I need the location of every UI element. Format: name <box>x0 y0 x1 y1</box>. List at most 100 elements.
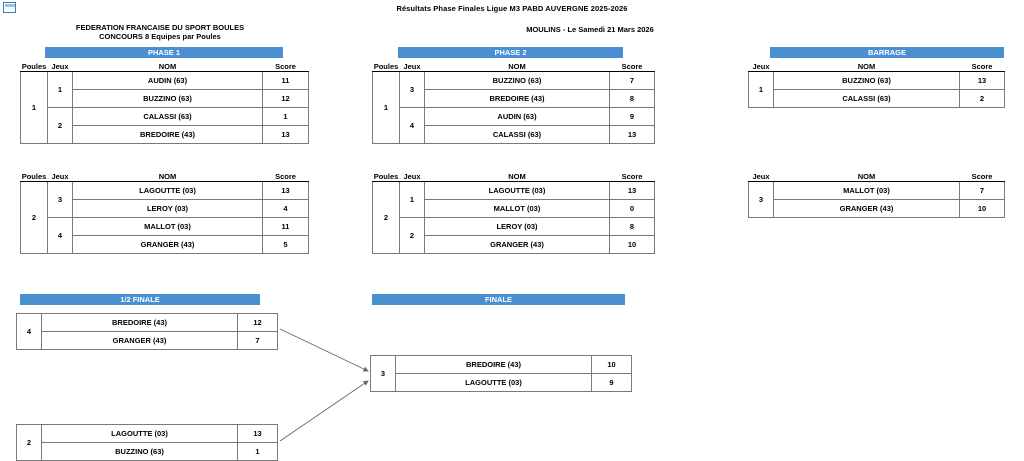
competition-format: CONCOURS 8 Equipes par Poules <box>99 31 221 41</box>
jeu-number: 4 <box>399 107 425 144</box>
table-demi-finale-1: 4 BREDOIRE (43) 12 GRANGER (43) 7 <box>16 313 278 350</box>
team-score: 5 <box>262 235 309 254</box>
team-score: 13 <box>262 181 309 200</box>
col-header-nom: NOM <box>773 62 960 72</box>
col-header-nom: NOM <box>72 172 263 182</box>
team-score: 13 <box>959 71 1005 90</box>
team-name: LAGOUTTE (03) <box>424 181 610 200</box>
team-name: LAGOUTTE (03) <box>72 181 263 200</box>
jeu-number: 2 <box>47 107 73 144</box>
col-header-poules: Poules <box>20 172 48 182</box>
team-name: BUZZINO (63) <box>773 71 960 90</box>
table-row: BUZZINO (63) 12 <box>21 89 309 108</box>
venue-date: MOULINS - Le Samedi 21 Mars 2026 <box>526 25 654 34</box>
table-row: BREDOIRE (43) 13 <box>21 125 309 144</box>
team-score: 0 <box>609 199 655 218</box>
connector-demi1-to-finale <box>279 328 369 372</box>
table-row: GRANGER (43) 10 <box>749 199 1005 218</box>
table-row: LAGOUTTE (03) 9 <box>371 373 632 392</box>
jeu-number: 4 <box>16 313 42 350</box>
table-phase2-poule-1: Poules Jeux NOM Score 1 3 BUZZINO (63) 7… <box>372 62 655 144</box>
table-phase1-poule-2: Poules Jeux NOM Score 2 3 LAGOUTTE (03) … <box>20 172 309 254</box>
table-phase2-poule-2: Poules Jeux NOM Score 2 1 LAGOUTTE (03) … <box>372 172 655 254</box>
table-barrage-1: Jeux NOM Score 1 BUZZINO (63) 13 CALASSI… <box>748 62 1005 108</box>
col-header-nom: NOM <box>773 172 960 182</box>
poule-number: 1 <box>372 71 400 144</box>
team-score: 12 <box>262 89 309 108</box>
col-header-poules: Poules <box>20 62 48 72</box>
jeu-number: 1 <box>47 71 73 108</box>
col-header-score: Score <box>959 172 1005 182</box>
team-score: 9 <box>609 107 655 126</box>
col-header-jeux: Jeux <box>748 172 774 182</box>
window-icon-frame <box>3 2 16 13</box>
team-name: BREDOIRE (43) <box>424 89 610 108</box>
poule-number: 2 <box>20 181 48 254</box>
section-banner-finale: FINALE <box>372 294 625 305</box>
table-row: GRANGER (43) 5 <box>21 235 309 254</box>
federation-name: FEDERATION FRANCAISE DU SPORT BOULES <box>75 23 245 32</box>
federation-header: FEDERATION FRANCAISE DU SPORT BOULES CON… <box>20 23 300 41</box>
col-header-jeux: Jeux <box>47 62 73 72</box>
team-score: 7 <box>237 331 278 350</box>
team-score: 11 <box>262 71 309 90</box>
team-score: 7 <box>959 181 1005 200</box>
team-score: 1 <box>237 442 278 461</box>
table-barrage-2: Jeux NOM Score 3 MALLOT (03) 7 GRANGER (… <box>748 172 1005 218</box>
section-banner-phase1: PHASE 1 <box>45 47 283 58</box>
team-name: MALLOT (03) <box>773 181 960 200</box>
table-row: CALASSI (63) 2 <box>749 89 1005 108</box>
team-score: 11 <box>262 217 309 236</box>
table-row: LEROY (03) 4 <box>21 199 309 218</box>
team-name: BUZZINO (63) <box>41 442 238 461</box>
team-score: 7 <box>609 71 655 90</box>
team-name: LEROY (03) <box>424 217 610 236</box>
section-banner-barrage: BARRAGE <box>770 47 1004 58</box>
team-name: LAGOUTTE (03) <box>41 424 238 443</box>
table-row: GRANGER (43) 10 <box>373 235 655 254</box>
jeu-number: 3 <box>748 181 774 218</box>
jeu-number: 2 <box>16 424 42 461</box>
col-header-nom: NOM <box>424 62 610 72</box>
table-row: 2 1 LAGOUTTE (03) 13 <box>372 181 655 254</box>
col-header-score: Score <box>609 62 655 72</box>
jeu-number: 1 <box>748 71 774 108</box>
team-score: 13 <box>609 125 655 144</box>
table-row: BUZZINO (63) 1 <box>17 442 278 461</box>
team-name: BREDOIRE (43) <box>72 125 263 144</box>
team-score: 8 <box>609 217 655 236</box>
team-name: BREDOIRE (43) <box>41 313 238 332</box>
team-score: 13 <box>237 424 278 443</box>
team-name: LAGOUTTE (03) <box>395 373 592 392</box>
section-banner-phase2: PHASE 2 <box>398 47 623 58</box>
table-phase1-poule-1: Poules Jeux NOM Score 1 1 AUDIN (63) 11 … <box>20 62 309 144</box>
team-score: 2 <box>959 89 1005 108</box>
table-finale: 3 BREDOIRE (43) 10 LAGOUTTE (03) 9 <box>370 355 632 392</box>
team-name: GRANGER (43) <box>72 235 263 254</box>
col-header-nom: NOM <box>72 62 263 72</box>
team-score: 9 <box>591 373 632 392</box>
connector-demi2-to-finale <box>279 380 369 442</box>
jeu-number: 2 <box>399 217 425 254</box>
team-score: 13 <box>262 125 309 144</box>
table-row: 4 BREDOIRE (43) 12 <box>16 313 278 350</box>
jeu-number: 1 <box>399 181 425 218</box>
team-score: 1 <box>262 107 309 126</box>
page-title: Résultats Phase Finales Ligue M3 PABD AU… <box>396 4 628 13</box>
team-score: 10 <box>591 355 632 374</box>
jeu-number: 3 <box>47 181 73 218</box>
table-row: 2 LEROY (03) 8 <box>373 217 655 254</box>
col-header-jeux: Jeux <box>399 172 425 182</box>
table-row: 4 MALLOT (03) 11 <box>21 217 309 254</box>
team-name: AUDIN (63) <box>72 71 263 90</box>
team-name: BREDOIRE (43) <box>395 355 592 374</box>
team-name: GRANGER (43) <box>41 331 238 350</box>
team-name: MALLOT (03) <box>72 217 263 236</box>
col-header-jeux: Jeux <box>47 172 73 182</box>
team-name: CALASSI (63) <box>424 125 610 144</box>
team-score: 10 <box>609 235 655 254</box>
table-row: 1 BUZZINO (63) 13 <box>748 71 1005 108</box>
team-name: GRANGER (43) <box>424 235 610 254</box>
poule-number: 1 <box>20 71 48 144</box>
table-row: 3 MALLOT (03) 7 <box>748 181 1005 218</box>
